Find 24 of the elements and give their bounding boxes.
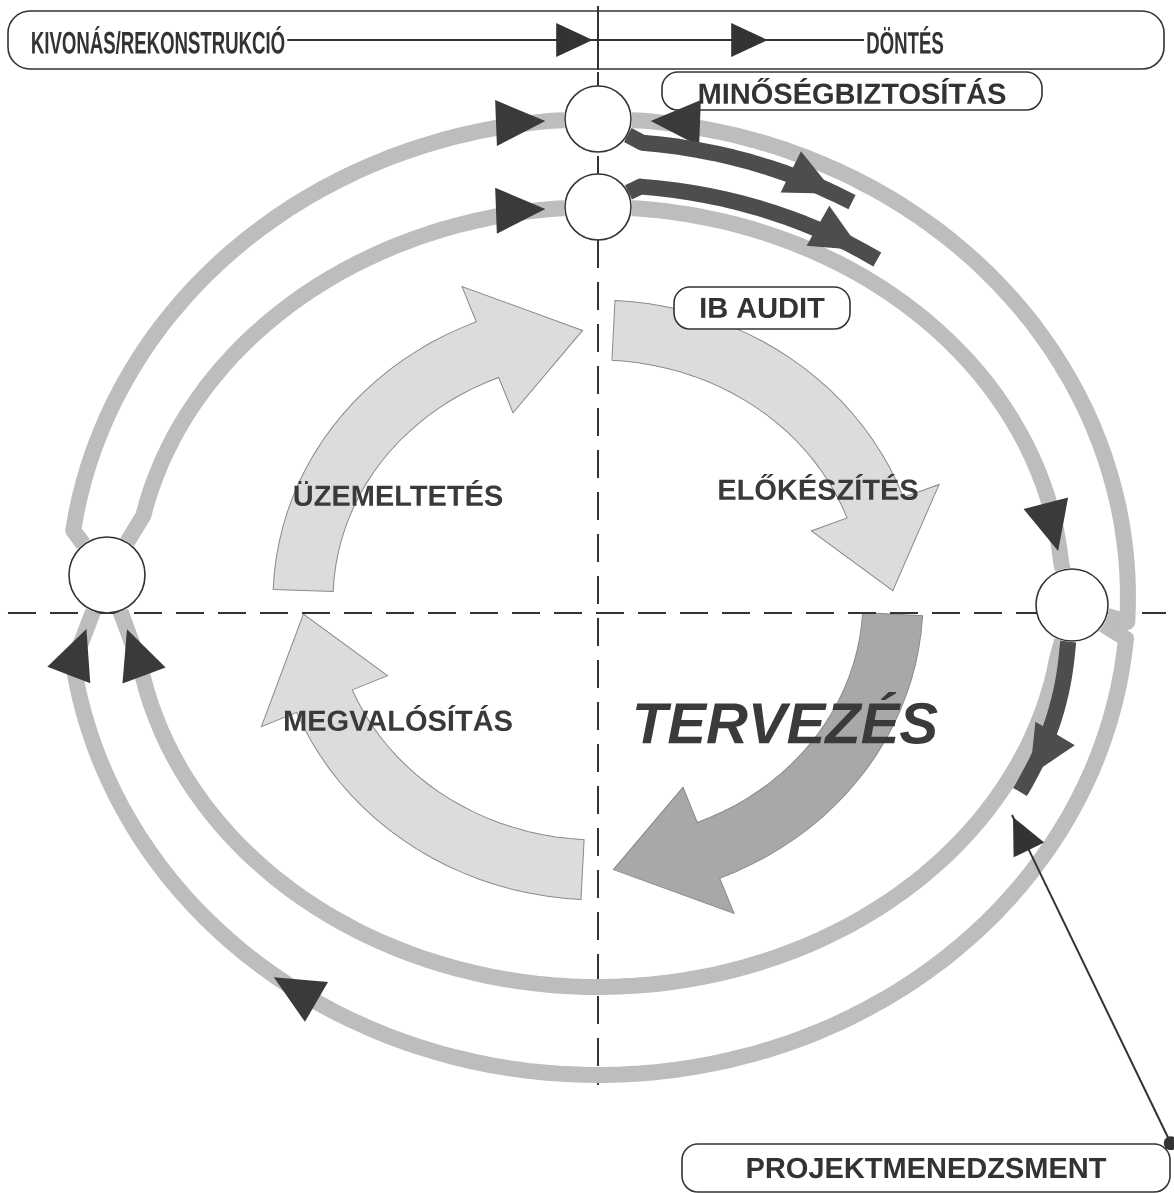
arrow [120,187,566,547]
milestone-circle [68,536,146,614]
phase-label: ÜZEMELTETÉS [294,480,503,506]
label-box: IB AUDIT [673,286,851,330]
arrow [630,200,1071,572]
milestone-circle [564,173,632,241]
phase-label: TERVEZÉS [636,692,938,744]
phase-label: ELŐKÉSZÍTÉS [719,474,918,500]
band-label: DÖNTÉS [867,26,944,54]
arrow [631,100,1136,630]
arrow [624,127,856,210]
phase-label: MEGVALÓSÍTÁS [285,705,512,731]
arrow [47,608,1134,1083]
label-box: PROJEKTMENEDZSMENT [681,1143,1171,1193]
label-box: MINŐSÉGBIZTOSÍTÁS [661,71,1043,111]
milestone-circle [1035,568,1109,642]
header-band [7,10,1165,70]
arrow [286,23,866,57]
arrow [1013,640,1077,797]
band-label: KIVONÁS/REKONSTRUKCIÓ [32,25,285,55]
arrow [1011,814,1174,1151]
milestone-circle [564,85,632,153]
arrow [65,100,565,549]
arrow [625,178,882,267]
